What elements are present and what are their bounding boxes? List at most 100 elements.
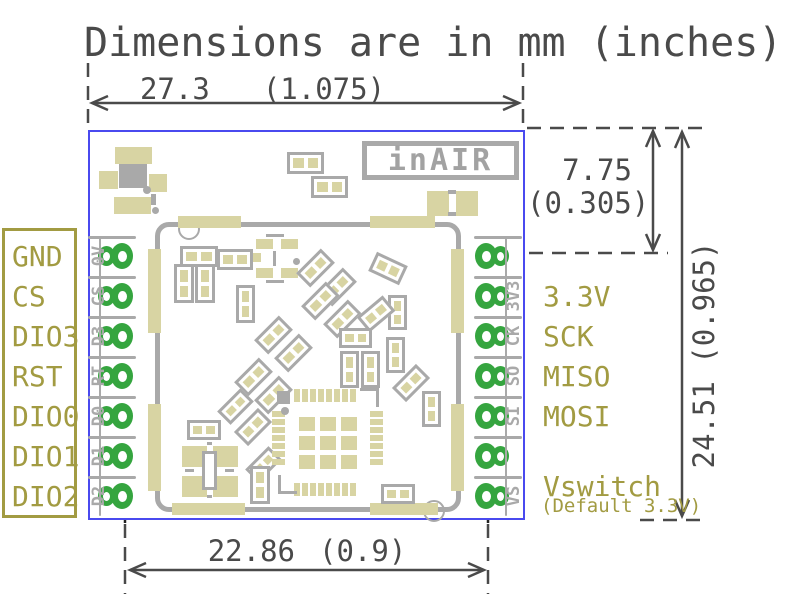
qfn-pad [272, 427, 285, 433]
smd-component [187, 420, 221, 440]
qfn-pad [302, 389, 308, 402]
smd-pad [201, 285, 209, 297]
pad-hole [102, 251, 110, 261]
smd-pad [237, 255, 247, 264]
through-hole-pad [491, 406, 509, 426]
smd-pad [346, 357, 353, 368]
silk-dot [281, 407, 289, 415]
qfn-pad [310, 389, 316, 402]
through-hole-pad [475, 283, 497, 309]
smd-component [250, 466, 270, 504]
smd-pad [319, 290, 332, 303]
smd-pad [409, 372, 422, 385]
smd-pad [456, 191, 478, 216]
silk-separator [88, 396, 136, 399]
smd-pad [293, 158, 304, 168]
smd-pad [367, 357, 374, 368]
smd-pad [400, 381, 413, 394]
qfn-pad [272, 443, 285, 449]
silk-separator [88, 276, 136, 279]
pad-hole [102, 331, 110, 341]
through-hole-pad [491, 486, 509, 506]
qfn-thermal-pad [299, 436, 315, 450]
pin-silk-label: VS [504, 485, 524, 507]
pad-hole [481, 290, 491, 302]
pin-function-label: RST [12, 360, 63, 393]
smd-pad [225, 405, 237, 417]
crystal-pad [213, 446, 238, 467]
pad-hole [481, 450, 491, 462]
dim-pin-offset-mm: 7.75 [562, 153, 632, 187]
pad-hole [117, 450, 127, 462]
dim-top-in: (1.075) [262, 72, 386, 106]
pad-hole [117, 370, 127, 382]
pad-hole [481, 370, 491, 382]
through-hole-pad [491, 446, 509, 466]
qfn-pad [310, 483, 316, 496]
vswitch-note: (Default 3.3V) [541, 495, 702, 517]
smd-component [287, 152, 324, 174]
dim-bottom-mm: 22.86 [207, 534, 295, 568]
pad-hole [102, 291, 110, 301]
pad-hole [117, 330, 127, 342]
through-hole-pad [97, 326, 115, 346]
qfn-pad [302, 483, 308, 496]
smd-pad [234, 396, 246, 408]
pad-hole [481, 250, 491, 262]
smd-pad [304, 266, 317, 279]
silk-separator [88, 236, 136, 239]
smd-pad [262, 333, 275, 346]
smd-pad [193, 426, 202, 434]
smd-pad [317, 182, 328, 192]
module-edge-pad [172, 503, 245, 515]
smd-pad [394, 314, 401, 324]
ic-pad [256, 268, 273, 278]
silk-mark [448, 190, 456, 194]
qfn-pad [272, 435, 285, 441]
qfn-pad [370, 459, 383, 465]
pin-silk-label: SI [504, 405, 524, 427]
through-hole-pad [475, 363, 497, 389]
through-hole-pad [111, 403, 133, 429]
smd-pad [365, 312, 378, 325]
through-hole-pad [491, 326, 509, 346]
qfn-pad [334, 389, 340, 402]
qfn-pad [334, 483, 340, 496]
pin-function-label: CS [12, 280, 46, 313]
antenna-pad [99, 171, 118, 189]
silk-dot [143, 186, 151, 194]
smd-pad [201, 270, 209, 282]
qfn-thermal-pad [320, 436, 336, 450]
through-hole-pad [111, 363, 133, 389]
smd-pad [223, 255, 233, 264]
silk-dot [293, 258, 300, 265]
ic-pad [281, 268, 298, 278]
pin-function-label: MOSI [543, 400, 611, 433]
silk-mark [273, 251, 276, 266]
qfn-pad [272, 451, 285, 457]
antenna-center-pad [119, 164, 147, 188]
through-hole-pad [97, 486, 115, 506]
qfn-thermal-pad [341, 436, 357, 450]
qfn-corner-bracket [278, 491, 297, 494]
pad-hole [496, 371, 504, 381]
smd-pad [387, 265, 400, 278]
smd-component [339, 328, 372, 348]
smd-pad [331, 182, 342, 192]
left-pin-labels-box [2, 228, 77, 518]
through-hole-pad [111, 243, 133, 269]
qfn-pad [370, 427, 383, 433]
silk-line [99, 236, 101, 516]
smd-pad [341, 308, 354, 321]
silk-mark [207, 442, 212, 445]
silk-line [505, 236, 507, 516]
pin-function-label: Vswitch [543, 470, 662, 503]
smd-component [340, 351, 359, 388]
smd-pad [180, 270, 188, 282]
page-title: Dimensions are in mm (inches) [84, 20, 783, 66]
silk-separator [88, 436, 136, 439]
smd-pad [374, 303, 387, 316]
qfn-pad [370, 443, 383, 449]
smd-component [422, 391, 441, 427]
